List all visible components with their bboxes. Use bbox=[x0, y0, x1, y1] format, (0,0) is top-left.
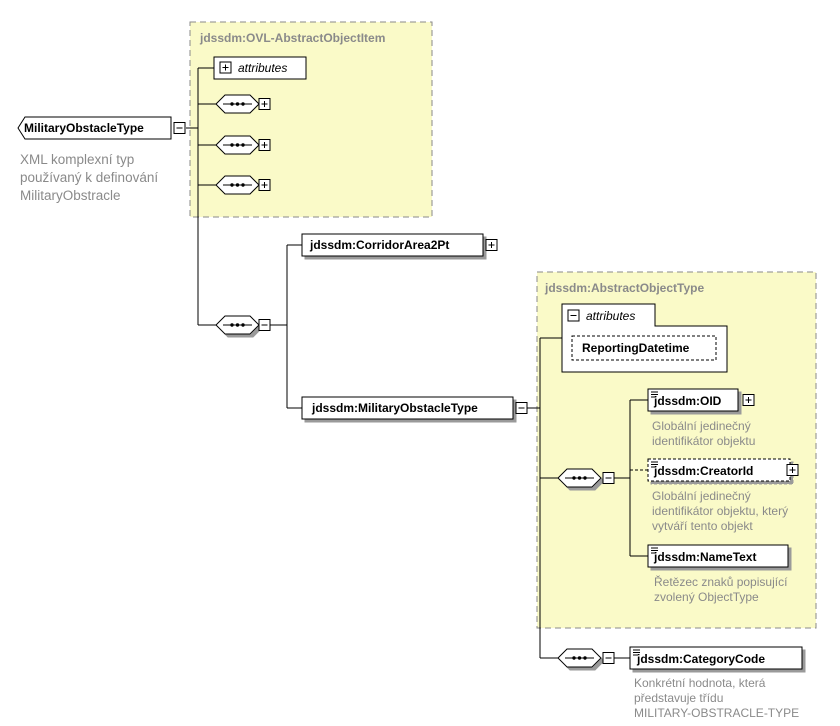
abstract-attributes-label: attributes bbox=[586, 309, 635, 323]
ovl-attributes-label: attributes bbox=[238, 61, 287, 75]
sequence-compositor-1[interactable] bbox=[215, 94, 271, 114]
root-doc-line-1: XML komplexní typ bbox=[20, 152, 134, 167]
collapse-minus-icon[interactable] bbox=[515, 402, 528, 414]
element-CategoryCode[interactable]: jdssdm:CategoryCode bbox=[629, 646, 803, 670]
collapse-minus-icon[interactable] bbox=[602, 652, 615, 664]
oid-doc-line-2: identifikátor objektu bbox=[652, 434, 755, 448]
nametext-doc-line-1: Řetězec znaků popisující bbox=[654, 574, 788, 589]
root-doc-line-3: MilitaryObstracle bbox=[20, 188, 121, 203]
element-CreatorId[interactable]: jdssdm:CreatorId bbox=[647, 458, 799, 482]
creator-label: jdssdm:CreatorId bbox=[653, 464, 753, 478]
oid-label: jdssdm:OID bbox=[653, 394, 722, 408]
creator-doc-line-1: Globální jedinečný bbox=[652, 489, 751, 503]
collapse-minus-icon[interactable] bbox=[602, 472, 615, 484]
corridor-label: jdssdm:CorridorArea2Pt bbox=[309, 238, 449, 252]
expand-plus-icon[interactable] bbox=[786, 464, 799, 476]
text-content-icon bbox=[651, 547, 658, 554]
ovl-attributes-box[interactable]: attributes bbox=[213, 56, 307, 80]
expand-plus-icon[interactable] bbox=[485, 239, 498, 251]
text-content-icon bbox=[633, 649, 640, 656]
ovl-group-title: jdssdm:OVL-AbstractObjectItem bbox=[199, 31, 385, 45]
expand-plus-icon[interactable] bbox=[258, 139, 271, 151]
root-element-label: MilitaryObstacleType bbox=[24, 121, 144, 135]
expand-plus-icon[interactable] bbox=[258, 179, 271, 191]
attribute-ReportingDatetime-label: ReportingDatetime bbox=[582, 341, 690, 355]
oid-doc-line-1: Globální jedinečný bbox=[652, 419, 751, 433]
text-content-icon bbox=[651, 391, 658, 398]
collapse-minus-icon[interactable] bbox=[258, 319, 271, 331]
category-doc-line-2: představuje třídu bbox=[634, 691, 723, 705]
sequence-compositor-main[interactable] bbox=[215, 315, 271, 335]
element-MilitaryObstacleType[interactable]: jdssdm:MilitaryObstacleType bbox=[301, 396, 528, 420]
abstract-attributes-box[interactable]: attributes ReportingDatetime bbox=[561, 303, 728, 373]
military-label: jdssdm:MilitaryObstacleType bbox=[311, 401, 478, 415]
sequence-compositor-inner[interactable] bbox=[557, 468, 615, 488]
expand-plus-icon[interactable] bbox=[742, 394, 755, 406]
creator-doc-line-2: identifikátor objektu, který bbox=[652, 504, 788, 518]
root-doc-line-2: používaný k definování bbox=[20, 170, 158, 185]
sequence-compositor-bottom[interactable] bbox=[557, 648, 615, 668]
abstract-group-title: jdssdm:AbstractObjectType bbox=[544, 281, 704, 295]
sequence-compositor-2[interactable] bbox=[215, 135, 271, 155]
element-OID[interactable]: jdssdm:OID bbox=[647, 388, 755, 412]
nametext-label: jdssdm:NameText bbox=[653, 550, 756, 564]
category-doc-line-3: MILITARY-OBSTRACLE-TYPE bbox=[634, 706, 799, 720]
category-doc-line-1: Konkrétní hodnota, která bbox=[634, 676, 766, 690]
nametext-doc-line-2: zvolený ObjectType bbox=[654, 590, 759, 604]
collapse-minus-icon[interactable] bbox=[567, 309, 580, 322]
expand-plus-icon[interactable] bbox=[219, 61, 232, 74]
expand-plus-icon[interactable] bbox=[258, 98, 271, 110]
element-CorridorArea2Pt[interactable]: jdssdm:CorridorArea2Pt bbox=[301, 233, 498, 257]
attribute-ReportingDatetime[interactable]: ReportingDatetime bbox=[571, 335, 717, 361]
text-content-icon bbox=[651, 461, 658, 468]
collapse-minus-icon[interactable] bbox=[173, 122, 186, 134]
category-label: jdssdm:CategoryCode bbox=[636, 652, 765, 666]
root-element-MilitaryObstacleType[interactable]: MilitaryObstacleType bbox=[17, 116, 186, 140]
element-NameText[interactable]: jdssdm:NameText bbox=[647, 544, 789, 568]
sequence-compositor-3[interactable] bbox=[215, 175, 271, 195]
creator-doc-line-3: vytváří tento objekt bbox=[652, 519, 753, 533]
